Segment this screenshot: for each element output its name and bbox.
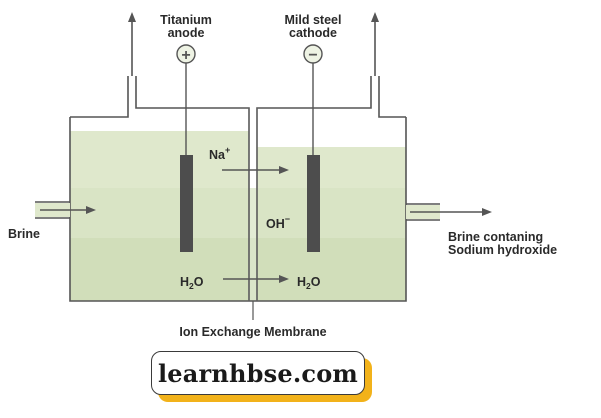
anode-label-line2: anode (168, 26, 205, 40)
cathode-plate (307, 155, 320, 252)
solution (70, 131, 406, 301)
water-migration: H2O H2O (180, 275, 321, 291)
anode-electrode: + (176, 44, 196, 252)
cathode-label-line1: Mild steel (285, 13, 342, 27)
cathode-sign: − (308, 47, 317, 64)
cathode-electrode: − (303, 44, 323, 252)
anode-plate (180, 155, 193, 252)
water-arrowhead (279, 275, 289, 283)
brine-inlet: Brine (8, 201, 96, 241)
anode-sign: + (181, 47, 190, 64)
anode-terminal (176, 44, 196, 64)
ion-exchange-membrane (248, 108, 258, 320)
gas-outlets (128, 12, 379, 76)
brine-out-label-line1: Brine contaning (448, 230, 543, 244)
na-ion-label: Na+ (209, 145, 230, 162)
sodium-ion-migration: Na+ (209, 145, 289, 174)
watermark-badge: learnhbse.com (151, 351, 365, 395)
watermark-text: learnhbse.com (157, 358, 358, 388)
brine-outlet: Brine contaning Sodium hydroxide (406, 203, 557, 257)
brine-in-label: Brine (8, 227, 40, 241)
anode-gas-arrowhead (128, 12, 136, 22)
brine-outlet-arrowhead (482, 208, 492, 216)
cathode-label-line2: cathode (289, 26, 337, 40)
water-left-label: H2O (180, 275, 204, 291)
anode-label-line1: Titanium (160, 13, 212, 27)
cathode-terminal (303, 44, 323, 64)
na-ion-arrowhead (279, 166, 289, 174)
cathode-gas-arrowhead (371, 12, 379, 22)
solution-band-low (70, 238, 406, 301)
membrane-label: Ion Exchange Membrane (179, 325, 326, 339)
brine-inlet-arrowhead (86, 206, 96, 214)
brine-out-label-line2: Sodium hydroxide (448, 243, 557, 257)
water-right-label: H2O (297, 275, 321, 291)
solution-band-mid (70, 188, 406, 238)
hydroxide-ion-label: OH− (266, 214, 290, 231)
